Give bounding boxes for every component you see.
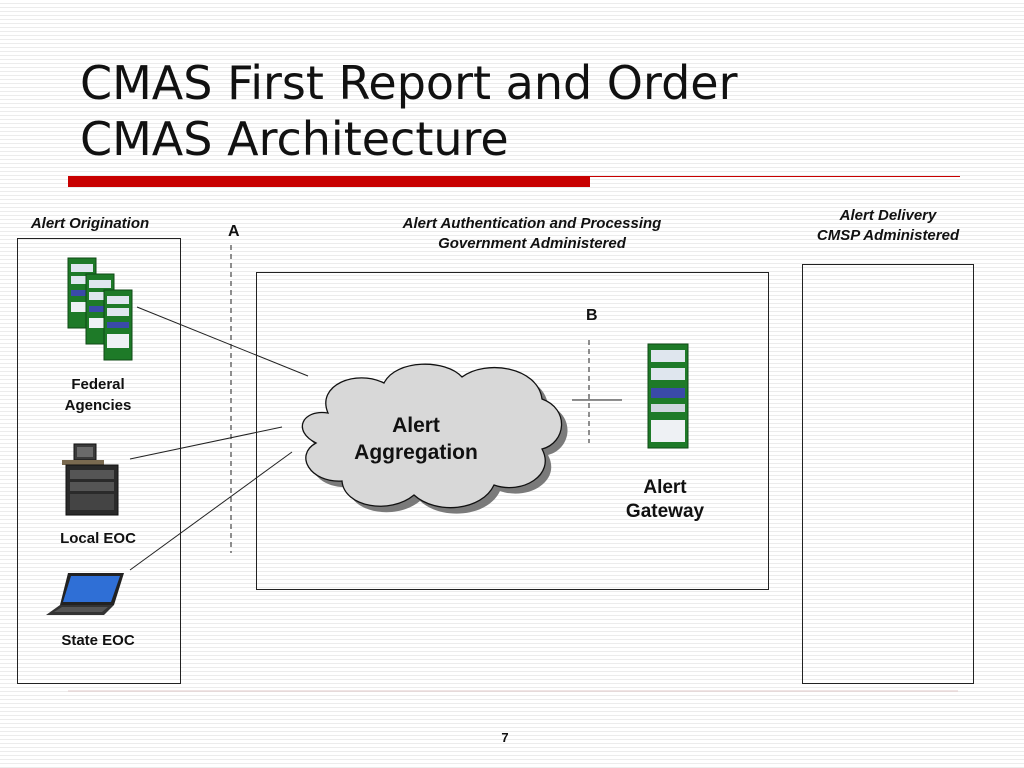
federal-line-1: Federal	[71, 376, 125, 393]
processing-line-1: Alert Authentication and Processing	[402, 215, 662, 232]
interface-b-label: B	[586, 307, 598, 324]
origination-box	[17, 238, 181, 684]
delivery-box	[802, 264, 974, 684]
local-eoc-connector	[129, 426, 283, 460]
aggregation-line-1: Alert	[392, 414, 440, 437]
federal-line-2: Agencies	[64, 397, 132, 414]
gateway-line-1: Alert	[643, 477, 687, 498]
processing-line-2: Government Administered	[438, 235, 626, 252]
state-eoc-laptop-icon	[46, 573, 124, 615]
delivery-line-2: CMSP Administered	[816, 227, 960, 244]
slide-title: CMAS First Report and Order CMAS Archite…	[80, 55, 738, 167]
alert-gateway-label: Alert Gateway	[600, 476, 730, 524]
page-number: 7	[501, 730, 509, 745]
title-rule	[590, 176, 960, 177]
state-eoc-label: State EOC	[61, 632, 135, 649]
state-eoc-connector	[129, 451, 293, 571]
gateway-line-2: Gateway	[625, 501, 705, 522]
title-line-2: CMAS Architecture	[80, 112, 509, 166]
delivery-line-1: Alert Delivery	[839, 207, 937, 224]
label-alert-delivery: Alert Delivery CMSP Administered	[778, 206, 998, 246]
local-eoc-label: Local EOC	[60, 530, 136, 547]
federal-servers-icon	[67, 257, 133, 361]
aggregation-line-2: Aggregation	[354, 441, 478, 464]
processing-box	[256, 272, 769, 590]
interface-a-label: A	[228, 223, 240, 240]
federal-agencies-label: Federal Agencies	[38, 374, 158, 416]
title-line-1: CMAS First Report and Order	[80, 56, 738, 110]
label-alert-origination: Alert Origination	[30, 215, 150, 232]
title-accent-bar	[68, 176, 590, 187]
alert-gateway-server-icon	[647, 343, 689, 449]
label-alert-processing: Alert Authentication and Processing Gove…	[342, 214, 722, 254]
alert-aggregation-label: Alert Aggregation	[326, 412, 506, 466]
local-eoc-workstation-icon	[62, 443, 119, 516]
alert-aggregation-cloud	[301, 363, 568, 514]
federal-connector	[136, 306, 309, 377]
